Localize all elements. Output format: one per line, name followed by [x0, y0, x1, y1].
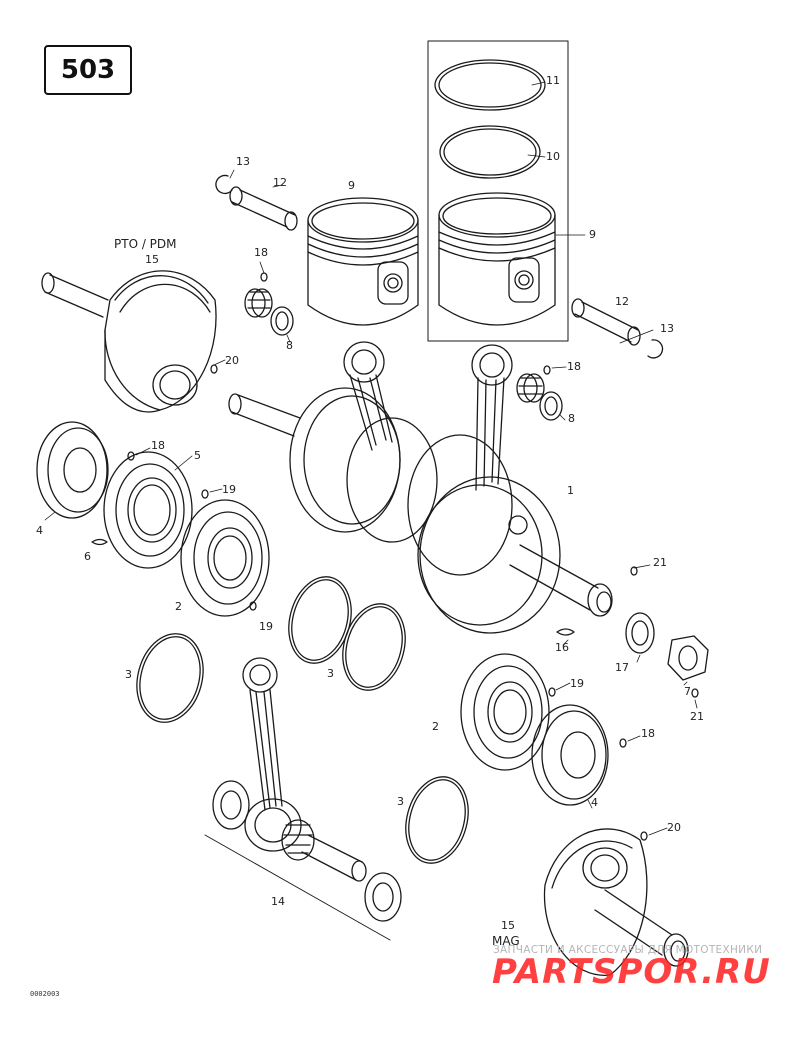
callout-9-kit: 9	[589, 228, 596, 241]
key-16	[556, 628, 575, 636]
callout-3-mid: 3	[327, 667, 334, 680]
callout-19-upper: 19	[222, 483, 236, 496]
piston-pin-12-right	[571, 298, 641, 346]
callout-18-right: 18	[567, 360, 581, 373]
callout-12-right: 12	[615, 295, 629, 308]
crankshaft-1	[228, 387, 613, 634]
mag-label: MAG	[492, 934, 520, 948]
nut-7	[667, 635, 709, 681]
connecting-rod-assembly-14	[204, 657, 402, 941]
thrust-washer-8-right	[539, 391, 563, 421]
oil-seal-4-right	[531, 704, 609, 806]
callout-9: 9	[348, 179, 355, 192]
watermark-logo: PARTSPOR.RU	[492, 952, 771, 992]
o-ring-3-mid-a	[288, 576, 352, 664]
callout-19-lower: 19	[570, 677, 584, 690]
callout-12-left: 12	[273, 176, 287, 189]
callout-3-lower: 3	[397, 795, 404, 808]
callout-2-left: 2	[175, 600, 182, 613]
thrust-washer-8-left	[270, 306, 294, 336]
connecting-rod-left	[343, 341, 393, 451]
circlip-13-right	[647, 339, 664, 359]
callout-8-right: 8	[568, 412, 575, 425]
callout-10: 10	[546, 150, 560, 163]
lock-washer-17	[625, 612, 655, 654]
crank-half-mag-15	[543, 828, 689, 976]
ball-bearing-2-right	[460, 653, 550, 771]
piston-pin-12-left	[229, 186, 298, 231]
callout-13-right: 13	[660, 322, 674, 335]
drawing-code: 0002003	[30, 990, 60, 998]
watermark-text: ЗАПЧАСТИ И АКСЕССУАРЫ ДЛЯ МОТОТЕХНИКИ	[493, 944, 763, 956]
callout-15-pto: 15	[145, 253, 159, 266]
circlip-13-left	[215, 174, 233, 195]
connecting-rod-right	[471, 344, 513, 491]
callout-1: 1	[567, 484, 574, 497]
oil-seal-4-left	[36, 421, 109, 519]
piston-ring-11	[434, 59, 546, 111]
callout-6: 6	[84, 550, 91, 563]
callout-7: 7	[684, 685, 691, 698]
callout-20-upper: 20	[225, 354, 239, 367]
o-ring-3-left	[136, 633, 204, 723]
piston-ring-10	[439, 125, 541, 179]
callout-15-mag: 15	[501, 919, 515, 932]
callout-3-left: 3	[125, 668, 132, 681]
callout-21-lower: 21	[690, 710, 704, 723]
callout-19-mid: 19	[259, 620, 273, 633]
ball-bearing-2-left	[180, 499, 270, 617]
callout-18-left: 18	[254, 246, 268, 259]
callout-20-lower: 20	[667, 821, 681, 834]
pto-label: PTO / PDM	[114, 237, 177, 251]
ball-bearing-5	[103, 451, 193, 569]
piston-kit-frame	[427, 40, 569, 342]
callout-11: 11	[546, 74, 560, 87]
callout-18-seal: 18	[151, 439, 165, 452]
callout-4-left: 4	[36, 524, 43, 537]
needle-bearing-18-right	[516, 373, 545, 403]
needle-bearing-18-left	[244, 288, 273, 318]
callout-14: 14	[271, 895, 285, 908]
callout-18-lower: 18	[641, 727, 655, 740]
o-ring-3-mid-b	[342, 603, 406, 691]
callout-2-right: 2	[432, 720, 439, 733]
callout-17: 17	[615, 661, 629, 674]
callout-4-right: 4	[591, 796, 598, 809]
piston-in-kit	[438, 192, 556, 326]
crank-half-pto-15	[41, 270, 217, 413]
callout-13-left: 13	[236, 155, 250, 168]
callout-21-upper: 21	[653, 556, 667, 569]
dowel-pins	[127, 272, 699, 841]
o-ring-3-lower	[405, 776, 469, 864]
callout-16: 16	[555, 641, 569, 654]
piston-9	[307, 197, 419, 326]
leader-lines	[44, 81, 698, 836]
key-6	[91, 538, 108, 546]
callout-5: 5	[194, 449, 201, 462]
diagram-page-number: 503	[44, 45, 132, 95]
callout-8-left: 8	[286, 339, 293, 352]
